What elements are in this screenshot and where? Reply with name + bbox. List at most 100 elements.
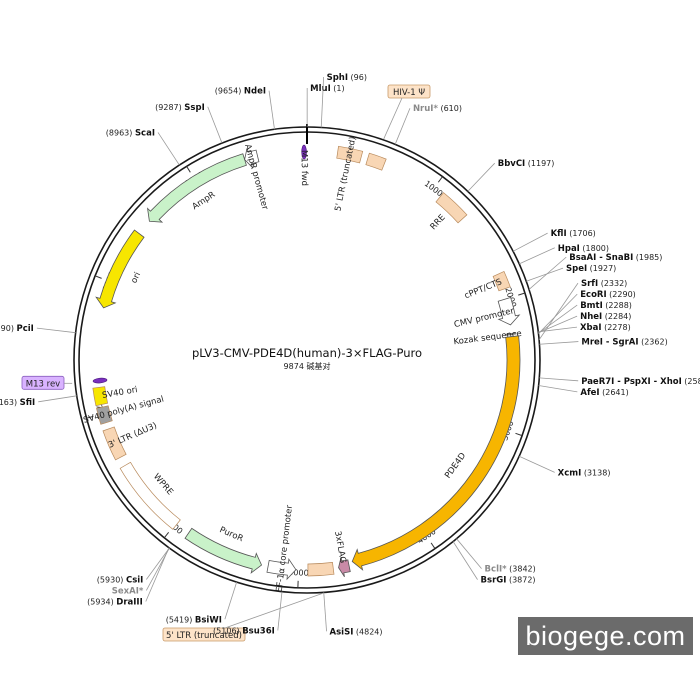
feature-m13fwd: M13 fwd (299, 144, 309, 186)
label-sv40ori: SV40 ori (101, 385, 138, 401)
site-leader (456, 538, 482, 569)
label-hiv: HIV-1 Ψ (393, 88, 425, 98)
site-position: (1800) (580, 244, 609, 253)
tick-label-5000: 5000 (288, 568, 309, 578)
site-pcii: (7590) PciI (0, 324, 76, 334)
box-cppt (492, 271, 511, 292)
site-position: (9287) (155, 103, 184, 112)
site-ndei: (9654) NdeI (215, 87, 275, 130)
site-leader (452, 541, 478, 580)
site-mrei-sgrai: MreI - SgrAI (2362) (539, 338, 668, 348)
site-label: MreI - SgrAI (2362) (581, 338, 667, 348)
site-xbai: XbaI (2278) (538, 323, 631, 333)
feature-cppt: cPPT/CTS (463, 271, 511, 301)
site-position: (2284) (602, 312, 631, 321)
box-ltr5 (336, 145, 364, 164)
label-flag: 3xFLAG (332, 530, 348, 564)
site-nrui-: NruI* (610) (394, 104, 462, 145)
site-leader (539, 341, 579, 345)
site-name: MluI (310, 84, 331, 94)
plasmid-title: pLV3-CMV-PDE4D(human)-3×FLAG-Puro (192, 346, 422, 360)
site-label: BsaAI - SnaBI (1985) (569, 253, 662, 263)
site-afei: AfeI (2641) (538, 385, 629, 398)
tick-mark-2000 (518, 292, 526, 296)
site-csii: (5930) CsiI (97, 547, 170, 585)
label-ef1a: EF-1α core promoter (275, 504, 295, 593)
label-pde4d: PDE4D (443, 451, 468, 481)
site-label: (7590) PciI (0, 324, 34, 334)
site-label: BbvCI (1197) (498, 159, 555, 169)
restriction-sites: MluI (1)SphI (96)NruI* (610)BbvCI (1197)… (0, 73, 700, 637)
site-position: (4824) (353, 627, 382, 636)
site-srfi: SrfI (2332) (538, 279, 627, 341)
site-position: (8963) (106, 128, 135, 137)
site-leader (146, 547, 170, 580)
site-label: AfeI (2641) (580, 388, 628, 398)
site-leader (394, 108, 411, 145)
site-position: (1) (331, 84, 345, 93)
site-paer7i-pspxi-xhoi: PaeR7I - PspXI - XhoI (2589) (539, 377, 700, 387)
site-name: AfeI (580, 388, 599, 398)
site-leader (528, 256, 567, 290)
site-leader (277, 591, 283, 631)
site-leader (538, 293, 578, 334)
site-label: (8963) ScaI (106, 128, 155, 138)
box-sv40pa (96, 405, 113, 425)
site-sfii: (7163) SfiI (0, 395, 77, 408)
tick-mark-8000 (94, 275, 102, 279)
site-label: (5419) BsiWI (166, 615, 222, 625)
bp-ticks: 100020003000400050006000700080009000 (86, 166, 526, 588)
plasmid-backbone (73, 124, 541, 594)
label-ltr5: 5' LTR (truncated) (333, 136, 358, 212)
site-name: PciI (17, 324, 34, 334)
site-position: (5934) (87, 597, 116, 606)
tick-mark-4000 (430, 542, 436, 549)
label-ltr5b: 5' LTR (truncated) (166, 631, 242, 641)
site-leader (526, 267, 564, 282)
site-label: NheI (2284) (580, 312, 631, 322)
arrow-puror (184, 527, 263, 574)
label-box-ltr5b (162, 627, 246, 642)
site-sexai-: SexAI* (112, 547, 170, 596)
site-label: SexAI* (112, 586, 144, 596)
site-label: EcoRI (2290) (580, 290, 636, 300)
site-name: NheI (580, 312, 602, 322)
site-label: PaeR7I - PspXI - XhoI (2589) (581, 377, 700, 387)
site-name: XcmI (558, 468, 582, 478)
site-ecori: EcoRI (2290) (538, 290, 636, 334)
site-label: (9654) NdeI (215, 87, 266, 97)
feature-m13rev: M13 rev (21, 375, 108, 390)
label-ori: ori (129, 271, 143, 285)
arrow-pde4d (351, 335, 521, 571)
label-cppt: cPPT/CTS (463, 277, 503, 301)
site-label: (7163) SfiI (0, 398, 35, 408)
site-bsu36i: (5106) Bsu36I (213, 591, 283, 636)
site-leader (519, 247, 555, 265)
site-bcli-: BclI* (3842) (456, 538, 536, 575)
box-ltr3 (102, 426, 127, 461)
site-name: SspI (184, 103, 204, 113)
site-leader (512, 232, 548, 252)
box-ltr5b (307, 562, 335, 577)
box-sv40ori (92, 386, 109, 407)
box-rre (435, 192, 468, 224)
backbone-inner-ring (78, 131, 536, 589)
site-name: SrfI (581, 279, 598, 289)
site-name: CsiI (126, 575, 143, 585)
label-puror: PuroR (218, 525, 245, 544)
site-position: (1985) (633, 253, 662, 262)
arrow-ef1a (266, 558, 297, 581)
site-label: (5934) DraIII (87, 597, 143, 607)
site-leader (323, 592, 327, 632)
site-name: BclI* (485, 565, 508, 575)
site-name: SexAI* (112, 586, 144, 596)
site-name: PaeR7I - PspXI - XhoI (581, 377, 682, 387)
site-leader (519, 455, 555, 473)
tick-mark-1000 (437, 176, 443, 183)
tick-mark-7000 (86, 415, 94, 419)
primer-mark-m13rev (92, 377, 108, 384)
site-bsaai-snabi: BsaAI - SnaBI (1985) (528, 253, 662, 290)
feature-hiv: HIV-1 Ψ (365, 84, 431, 171)
site-name: BsiWI (195, 615, 222, 625)
site-position: (610) (438, 104, 462, 113)
